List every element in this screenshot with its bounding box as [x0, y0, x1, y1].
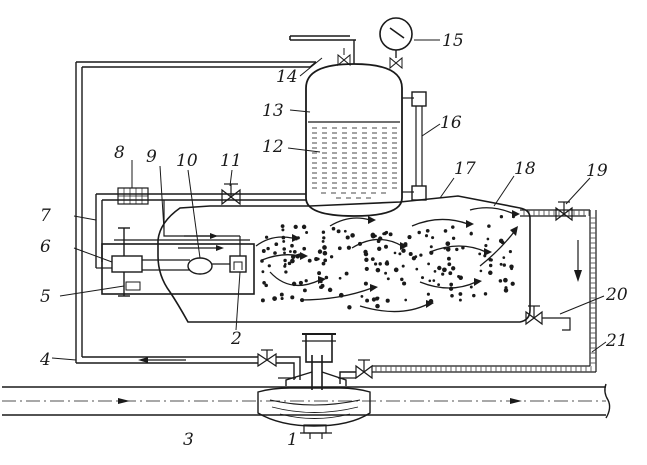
supply-line: [339, 201, 597, 384]
label-7: 7: [40, 206, 51, 226]
label-3: 3: [183, 430, 194, 450]
label-21: 21: [605, 331, 628, 351]
label-2: 2: [230, 329, 242, 349]
label-5: 5: [40, 287, 51, 307]
return-line: [75, 61, 317, 380]
label-18: 18: [514, 159, 536, 179]
spray-particles: [260, 215, 515, 310]
label-13: 13: [262, 101, 284, 121]
label-6: 6: [40, 237, 51, 257]
label-17: 17: [454, 159, 476, 179]
flow-arrows: [255, 207, 515, 313]
callout-labels: 1 2 3 4 5 6 7 8 9 10 11 12 13 14 15 16 1…: [39, 31, 628, 450]
leader-lines: [51, 39, 607, 361]
tank: [289, 17, 427, 217]
label-16: 16: [440, 113, 462, 133]
label-10: 10: [176, 151, 198, 171]
label-14: 14: [276, 67, 298, 87]
label-1: 1: [287, 430, 298, 450]
label-12: 12: [262, 137, 284, 157]
label-11: 11: [220, 151, 242, 171]
pump-assembly: [257, 333, 371, 439]
air-line: [95, 183, 306, 268]
label-8: 8: [114, 143, 125, 163]
label-4: 4: [39, 350, 51, 370]
main-pipeline: [2, 383, 611, 419]
label-9: 9: [146, 147, 157, 167]
flow-arrowheads: [292, 210, 520, 308]
label-15: 15: [442, 31, 464, 51]
label-19: 19: [586, 161, 608, 181]
label-20: 20: [605, 285, 628, 305]
nozzle-block: [96, 227, 255, 297]
